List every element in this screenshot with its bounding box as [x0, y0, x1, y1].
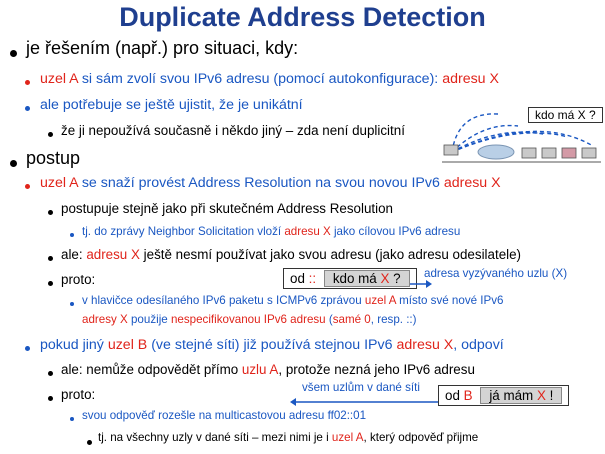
- line-a1: je řešením (např.) pro situaci, kdy:: [26, 38, 299, 58]
- line-b6: proto:: [61, 272, 96, 287]
- bullet: [87, 440, 92, 445]
- line-c1: pokud jiný uzel B (ve stejné síti) již p…: [40, 337, 504, 353]
- bullet: [48, 132, 53, 137]
- bullet: [48, 210, 53, 215]
- diagram-label: kdo má X ?: [528, 107, 603, 123]
- line-a2: uzel A si sám zvolí svou IPv6 adresu (po…: [40, 71, 499, 87]
- bullet: [10, 50, 17, 57]
- line-b8: adresy X použije nespecifikovanou IPv6 a…: [82, 313, 417, 326]
- slide-title: Duplicate Address Detection: [119, 2, 486, 32]
- response-callout: od B já mám X !: [438, 385, 570, 406]
- line-c2: ale: nemůže odpovědět přímo uzlu A, prot…: [61, 362, 475, 377]
- arrow-icon: [410, 280, 432, 288]
- line-a3: ale potřebuje se ještě ujistit, že je un…: [40, 97, 303, 113]
- bullet: [70, 417, 74, 421]
- line-a4: že ji nepoužívá současně i někdo jiný – …: [61, 123, 405, 138]
- line-b4: tj. do zprávy Neighbor Solicitation vlož…: [82, 225, 461, 238]
- bullet: [48, 256, 53, 261]
- bullet: [48, 371, 53, 376]
- bullet: [10, 160, 17, 167]
- response-note: všem uzlům v dané síti: [302, 381, 420, 394]
- bullet: [25, 80, 30, 85]
- line-b2: uzel A se snaží provést Address Resoluti…: [40, 175, 501, 191]
- bullet: [25, 106, 30, 111]
- line-b7: v hlavičce odesílaného IPv6 paketu s ICM…: [82, 294, 504, 307]
- bullet: [70, 302, 74, 306]
- line-c5: tj. na všechny uzly v dané síti – mezi n…: [98, 431, 479, 444]
- line-b5: ale: adresu X ještě nesmí používat jako …: [61, 247, 522, 262]
- request-callout: od :: kdo má X ?: [283, 268, 417, 289]
- bullet: [48, 281, 53, 286]
- line-b3: postupuje stejně jako při skutečném Addr…: [61, 201, 393, 216]
- bullet: [25, 346, 30, 351]
- arrow-icon: [290, 398, 440, 406]
- bullet: [48, 396, 53, 401]
- network-diagram: [442, 113, 601, 163]
- bullet: [70, 233, 74, 237]
- request-note: adresa vyzývaného uzlu (X): [424, 267, 568, 280]
- line-c4: svou odpověď rozešle na multicastovou ad…: [82, 409, 367, 422]
- bullet: [25, 184, 30, 189]
- line-c3: proto:: [61, 387, 96, 402]
- line-b1: postup: [26, 148, 81, 168]
